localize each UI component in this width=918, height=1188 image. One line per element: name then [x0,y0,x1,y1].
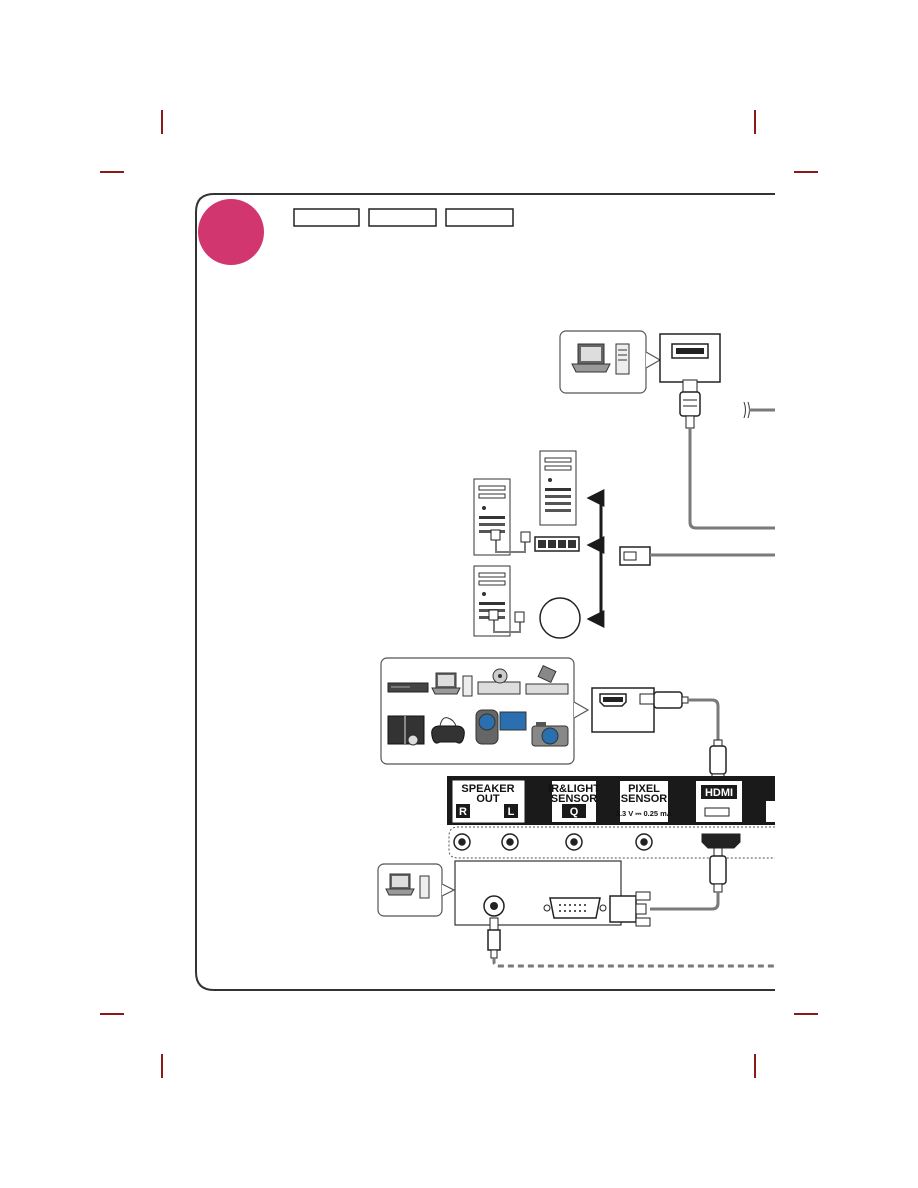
audio-jack-icon [483,895,505,917]
network-bracket [586,489,605,628]
pixel-sensor-spec: 3.3 V ⎓ 0.25 mA [616,809,673,818]
pc-tower-icon [539,450,577,526]
displayport-icon [659,333,721,383]
pixel-sensor-title: PIXEL [628,783,660,795]
pixel-sensor-title-2: SENSOR [621,793,668,805]
speaker-left-label: L [508,806,515,818]
model-tab [293,208,360,227]
hdmi-plug [639,691,689,709]
pixel-sensor-port [620,781,668,822]
dvi-icon [543,897,607,919]
gamepad-icon [431,717,465,744]
audio-jack-icon [453,833,653,851]
model-tabs [293,208,514,227]
hdmi-jack-icon [701,833,741,849]
lan-hub-icon [534,536,580,552]
pc-tower-icon [473,478,511,556]
hdmi-label: HDMI [705,787,733,799]
ir-symbol-label: Q [570,806,579,818]
model-tab [445,208,514,227]
audio-cable [492,958,775,968]
model-tab [368,208,437,227]
laptop-icon [571,343,611,373]
speaker-out-port [452,780,525,823]
laptop-icon [431,672,473,697]
game-console-icon [387,715,425,746]
ir-light-sensor-port [552,781,596,822]
blu-ray-icon [477,668,521,695]
step-badge [198,199,264,265]
audio-plug [487,917,501,959]
hdmi-plug [709,739,727,783]
jack-row-outline [448,826,775,859]
hdmi-cable [688,698,720,742]
cable-break-icon [743,401,750,419]
hdmi-plug [709,847,727,893]
ir-light-title: IR&LIGHT [548,783,600,795]
pc-tower-icon [473,565,511,637]
crop-marks [100,110,818,1078]
hdmi-panel-port [696,781,742,822]
next-port-stub [766,801,775,822]
lan-plug-icon [488,529,531,623]
set-top-box-icon [525,664,569,695]
camera-icon [531,722,569,747]
ir-light-title-2: SENSOR [551,793,598,805]
displayport-cable [688,428,775,530]
hdmi-devices-bubble [380,657,590,765]
displayport-plug [679,379,701,429]
camcorder-icon [475,709,527,745]
lan-cable [493,538,526,633]
speaker-right-label: R [459,806,467,818]
content-frame [195,193,775,991]
pc-tower-icon [615,343,630,375]
dvd-player-icon [387,682,429,693]
speaker-out-title-2: OUT [476,793,500,805]
pc-source-bubble [377,863,456,917]
hdmi-dvi-cable [650,892,720,911]
lan-port-icon [619,546,651,566]
dvi-to-hdmi-plug [609,891,651,927]
internet-icon [539,597,581,639]
pc-source-bubble [559,330,662,394]
speaker-out-title: SPEAKER [461,783,514,795]
